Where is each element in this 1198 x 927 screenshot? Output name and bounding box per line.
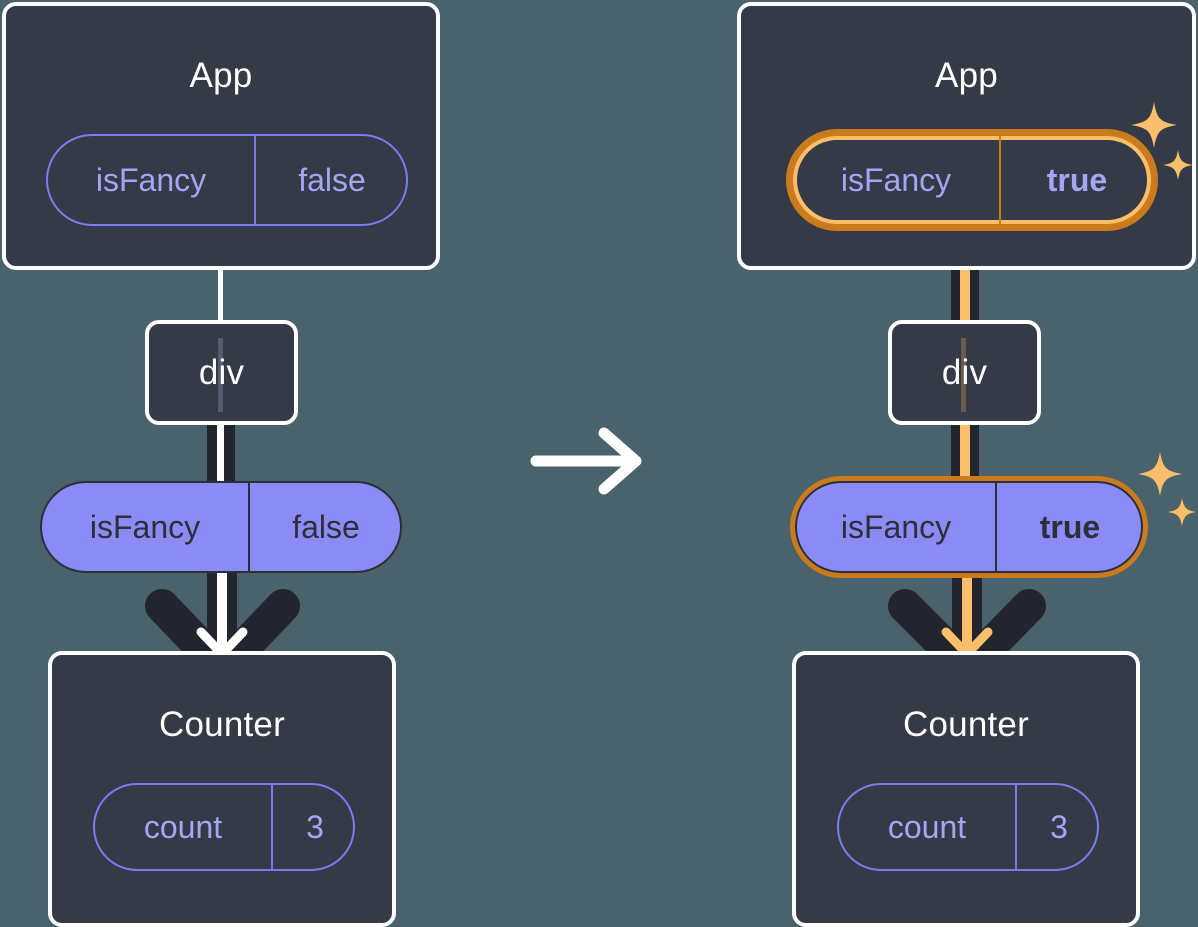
prop-value-after: true	[1039, 508, 1101, 545]
pill-divider	[999, 136, 1001, 224]
app-state-pill-highlight-after: isFancy true	[791, 134, 1153, 226]
div-element-box-after[interactable]: div	[888, 320, 1041, 425]
prop-name-before: isFancy	[89, 508, 201, 545]
sparkle-icon-prop	[1136, 450, 1198, 532]
pill-divider	[248, 483, 250, 571]
div-label-before: div	[198, 352, 245, 392]
app-component-box-before[interactable]: App isFancy false	[2, 2, 440, 270]
app-state-value-before: false	[298, 161, 366, 198]
connector-app-to-div-after-core	[960, 230, 970, 330]
counter-state-pill-before[interactable]: count 3	[93, 783, 355, 871]
div-label-after: div	[941, 352, 988, 392]
counter-state-pill-after[interactable]: count 3	[837, 783, 1099, 871]
app-title-after: App	[935, 56, 998, 95]
div-passthrough-line-before	[218, 338, 223, 412]
app-state-pill-after[interactable]: isFancy true	[791, 134, 1153, 226]
pill-divider	[271, 785, 273, 869]
pill-divider	[254, 136, 256, 224]
transition-arrow-icon	[528, 425, 652, 497]
counter-state-name-after: count	[887, 808, 967, 845]
connector-div-to-prop-after-core	[960, 420, 970, 486]
pill-divider	[1015, 785, 1017, 869]
sparkle-icon-app	[1128, 100, 1194, 186]
app-state-name-after: isFancy	[840, 161, 952, 198]
app-state-value-after: true	[1046, 161, 1108, 198]
counter-component-box-after[interactable]: Counter count 3	[792, 651, 1140, 927]
prop-pill-highlight-after: isFancy true	[795, 481, 1143, 573]
prop-value-before: false	[292, 508, 360, 545]
counter-state-value-after: 3	[1050, 808, 1068, 845]
counter-title-after: Counter	[903, 705, 1029, 744]
prop-pill-after[interactable]: isFancy true	[795, 481, 1143, 573]
pill-divider	[995, 483, 997, 571]
counter-state-name-before: count	[143, 808, 223, 845]
counter-component-box-before[interactable]: Counter count 3	[48, 651, 396, 927]
connector-div-to-prop-before-core	[217, 420, 224, 486]
app-title-before: App	[189, 56, 253, 95]
app-state-pill-before[interactable]: isFancy false	[46, 134, 408, 226]
div-passthrough-line-after	[961, 338, 966, 412]
connector-app-to-div-before	[218, 264, 223, 324]
counter-title-before: Counter	[159, 705, 285, 744]
prop-pill-before[interactable]: isFancy false	[40, 481, 402, 573]
div-element-box-before[interactable]: div	[145, 320, 298, 425]
app-state-name-before: isFancy	[95, 161, 207, 198]
prop-name-after: isFancy	[840, 508, 952, 545]
counter-state-value-before: 3	[306, 808, 324, 845]
